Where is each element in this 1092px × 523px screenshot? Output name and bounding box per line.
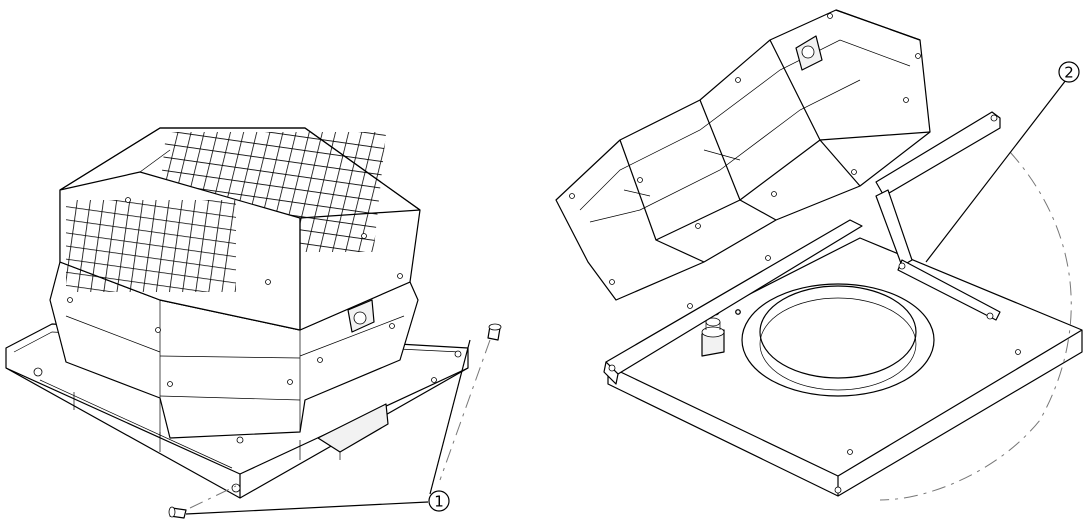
screw-axis-lower: [189, 485, 237, 509]
callout-2-label: 2: [1064, 64, 1074, 82]
housing-lower-left: [49, 261, 419, 439]
callout-1-circle: [428, 490, 450, 512]
hinge-rail: [603, 219, 863, 385]
screw-upper: [487, 323, 502, 341]
support-arm: [875, 111, 1001, 321]
callout-2: 2: [1058, 61, 1080, 83]
duct-collar-ring: [759, 285, 917, 379]
cable-gland-right: [701, 308, 741, 357]
callout-1-label: 1: [434, 493, 444, 511]
leader-2: [925, 79, 1067, 263]
leader-1-a: [429, 339, 471, 495]
callout-1: 1: [428, 490, 450, 512]
tilted-housing: [555, 9, 931, 301]
base-plate-right: [607, 237, 1083, 497]
housing-top-left: [59, 127, 421, 331]
open-fan-unit: 2: [555, 9, 1083, 501]
grille-front: [66, 200, 236, 292]
leader-1-b: [185, 501, 429, 515]
screw-axis-upper: [439, 339, 491, 481]
screw-lower: [168, 506, 187, 519]
closed-fan-unit: 1: [5, 127, 502, 519]
callout-2-circle: [1058, 61, 1080, 83]
swing-arc: [879, 151, 1072, 501]
cable-gland-left: [347, 299, 375, 333]
